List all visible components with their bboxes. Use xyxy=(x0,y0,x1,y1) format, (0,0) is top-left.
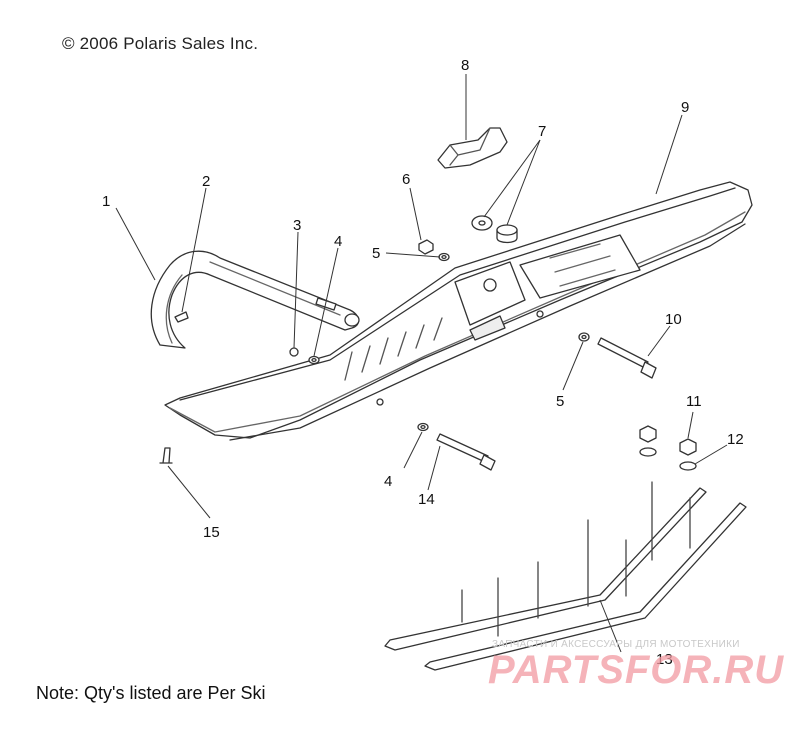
watermark-tagline: ЗАПЧАСТИ И АКСЕССУАРЫ ДЛЯ МОТОТЕХНИКИ xyxy=(492,639,740,650)
leader-lines xyxy=(115,74,728,653)
callout-7: 7 xyxy=(538,123,546,140)
callout-1: 1 xyxy=(102,193,110,210)
carbide-runner xyxy=(384,481,747,671)
callout-11: 11 xyxy=(686,393,702,410)
watermark-logo: PARTSFOR.RU xyxy=(488,648,785,692)
hardware-small xyxy=(289,239,590,432)
callout-9: 9 xyxy=(681,99,689,116)
ski-handle xyxy=(150,250,360,349)
bushings xyxy=(471,215,518,244)
bolt-2 xyxy=(174,311,189,323)
callout-10: 10 xyxy=(665,311,682,328)
callout-5-lower: 5 xyxy=(556,393,564,410)
ski-body xyxy=(164,181,753,441)
callout-3: 3 xyxy=(293,217,301,234)
callout-5-upper: 5 xyxy=(372,245,380,262)
bolt-10 xyxy=(597,337,657,379)
bolt-15 xyxy=(159,447,173,464)
callout-12: 12 xyxy=(727,431,744,448)
nuts-washers xyxy=(639,425,697,471)
callout-4-upper: 4 xyxy=(334,233,342,250)
quantity-note: Note: Qty's listed are Per Ski xyxy=(36,683,266,703)
callout-8: 8 xyxy=(461,57,469,74)
ski-pad xyxy=(437,127,508,169)
callout-4-lower: 4 xyxy=(384,473,392,490)
callout-15: 15 xyxy=(203,524,220,541)
callout-13: 13 xyxy=(656,651,673,668)
copyright-text: © 2006 Polaris Sales Inc. xyxy=(62,34,259,53)
callout-2: 2 xyxy=(202,173,210,190)
callout-6: 6 xyxy=(402,171,410,188)
callout-14: 14 xyxy=(418,491,435,508)
bolt-14 xyxy=(436,433,496,471)
